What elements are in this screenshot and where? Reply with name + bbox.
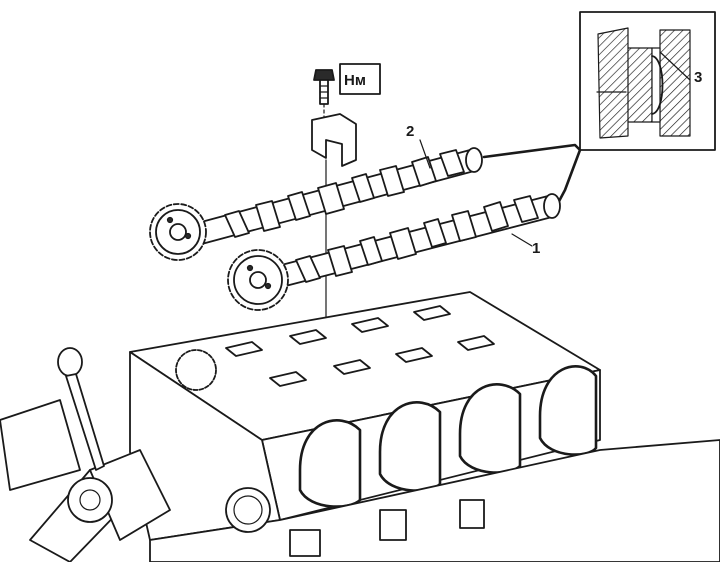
engine-block <box>149 439 720 562</box>
camshaft-gear-upper <box>149 203 207 261</box>
camshaft-lower <box>227 193 561 311</box>
camshaft-gear-lower <box>227 249 289 311</box>
bolt-icon <box>313 69 335 105</box>
callout-3: 3 <box>694 69 702 86</box>
callout-1: 1 <box>532 240 540 257</box>
seal-lip <box>651 55 664 115</box>
camshaft-upper <box>149 147 483 261</box>
intake-manifold <box>298 365 598 508</box>
leader-3 <box>659 51 691 81</box>
torque-badge-label: Нм <box>344 72 366 89</box>
oil-dipstick <box>57 347 105 471</box>
callout-2: 2 <box>406 123 414 140</box>
torque-symbol-icon <box>339 63 381 95</box>
leader-1 <box>511 233 533 247</box>
cooling-fan <box>0 399 171 562</box>
inset-leader <box>482 143 582 207</box>
leader-2 <box>419 139 431 169</box>
bearing-cap <box>311 113 357 167</box>
bore-section-hatch-right <box>659 29 691 137</box>
timing-sprocket <box>175 349 217 391</box>
detail-inset <box>579 11 716 151</box>
bolt-assembly <box>311 63 381 331</box>
seal-ring <box>651 47 661 123</box>
